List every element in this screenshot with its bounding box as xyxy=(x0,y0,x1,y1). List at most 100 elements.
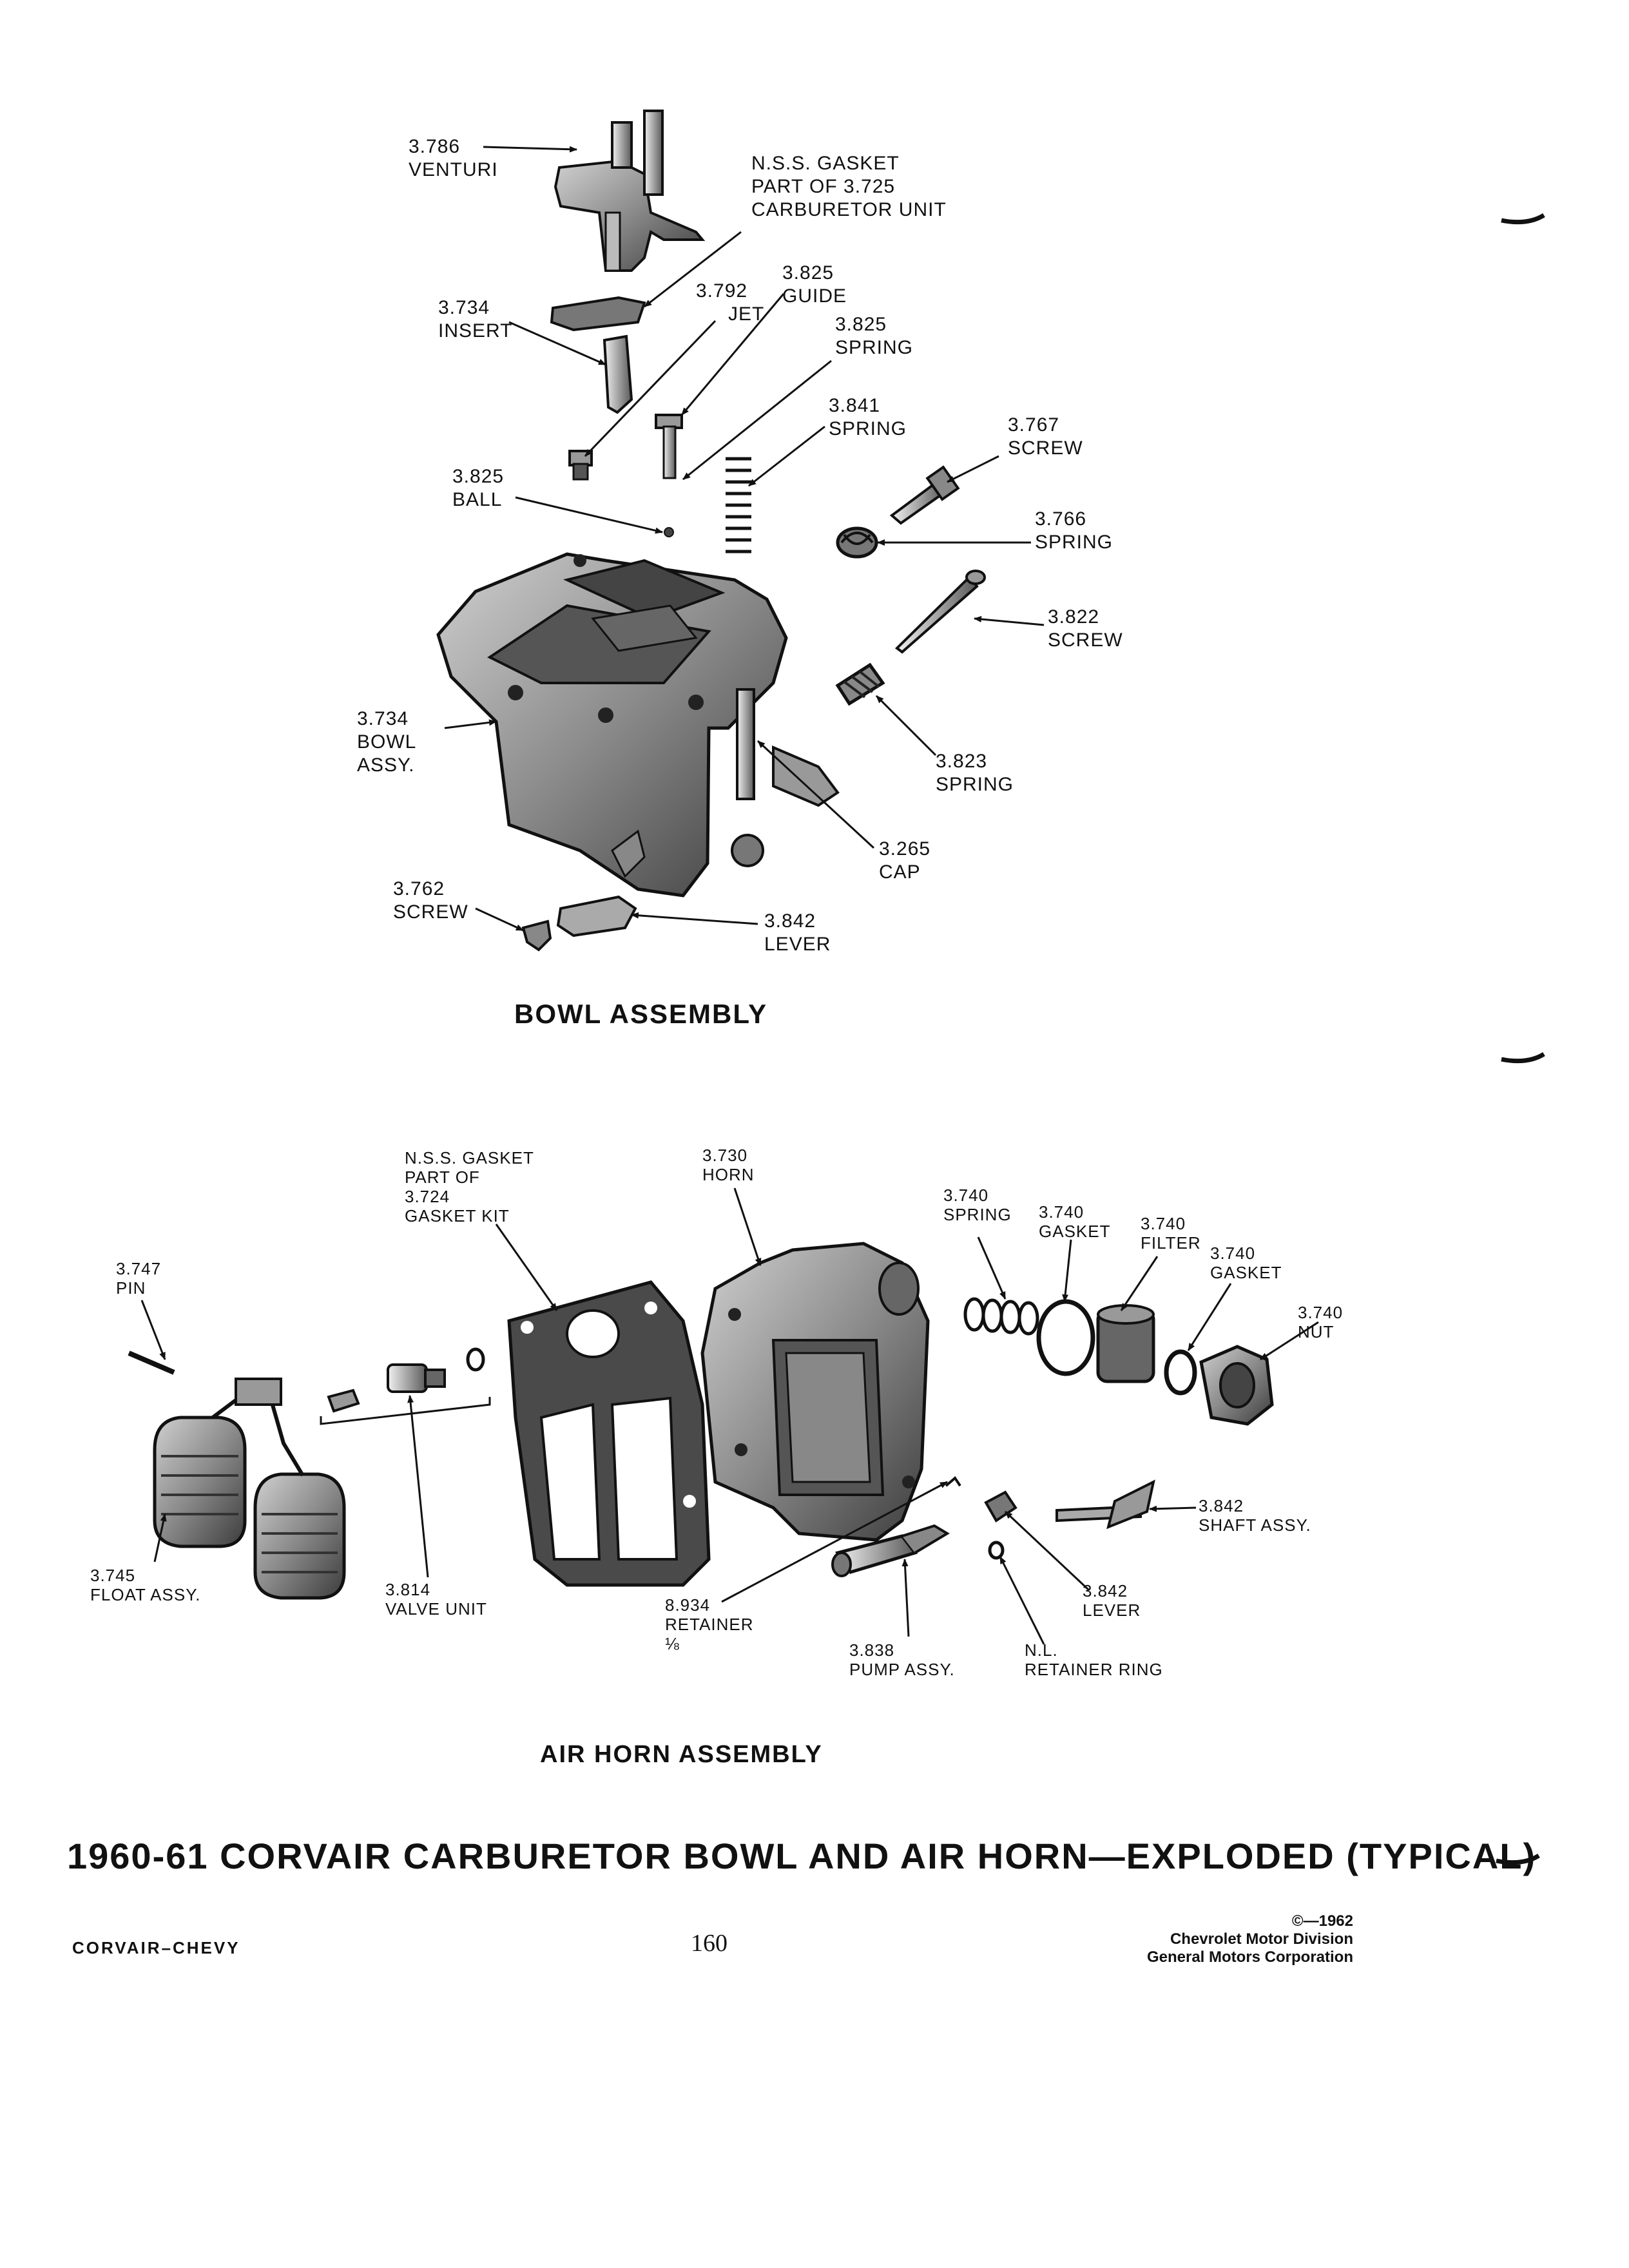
float-assy-part xyxy=(153,1378,346,1600)
binding-mark xyxy=(1496,1853,1540,1865)
page-number: 160 xyxy=(691,1930,728,1957)
label-pin: 3.747 PIN xyxy=(116,1259,161,1298)
screw-3822-part xyxy=(894,570,986,654)
label-spring-3740: 3.740 SPRING xyxy=(943,1186,1012,1224)
part-number: 3.740 xyxy=(1298,1303,1344,1322)
shaft-assy-part xyxy=(1055,1479,1155,1530)
part-number: 3.734 xyxy=(357,708,409,729)
label-line: CARBURETOR UNIT xyxy=(751,199,947,220)
label-jet: 3.792 JET xyxy=(696,280,764,326)
label-nss-gasket-kit: N.S.S. GASKET PART OF 3.724 GASKET KIT xyxy=(405,1148,534,1225)
part-name: INSERT xyxy=(438,320,513,341)
filter-part xyxy=(1096,1304,1155,1383)
part-number: 3.842 xyxy=(764,910,816,932)
label-shaft-assy: 3.842 SHAFT ASSY. xyxy=(1199,1496,1311,1535)
part-name: NUT xyxy=(1298,1322,1335,1341)
footer-copyright-block: ©—1962 Chevrolet Motor Division General … xyxy=(1095,1912,1353,1966)
part-name: LEVER xyxy=(1083,1600,1141,1620)
spring-3766-part xyxy=(836,526,878,559)
part-number: 3.762 xyxy=(393,878,445,899)
part-name: JET xyxy=(728,303,765,325)
lever-3842-horn-part xyxy=(984,1490,1017,1523)
part-name: SPRING xyxy=(936,774,1014,795)
bowl-body-part xyxy=(436,552,840,898)
valve-unit-part xyxy=(320,1347,491,1425)
label-ball: 3.825 BALL xyxy=(452,465,504,512)
part-name: VALVE UNIT xyxy=(385,1599,487,1619)
nss-gasket-part xyxy=(550,296,646,332)
retainer-ring-part xyxy=(988,1541,1005,1560)
part-number: 3.822 xyxy=(1048,606,1100,628)
label-line: 3.724 xyxy=(405,1187,450,1206)
binding-mark xyxy=(1501,213,1545,225)
label-spring-3766: 3.766 SPRING xyxy=(1035,508,1113,554)
part-name: GASKET xyxy=(1039,1222,1111,1241)
part-name: RETAINER xyxy=(665,1615,754,1634)
label-bowl-assy: 3.734 BOWL ASSY. xyxy=(357,707,416,777)
part-name: SCREW xyxy=(1008,437,1083,459)
label-spring-3823: 3.823 SPRING xyxy=(936,750,1014,796)
part-name: SCREW xyxy=(393,901,468,923)
part-name: GUIDE xyxy=(782,285,847,307)
part-number: 8.934 xyxy=(665,1595,711,1615)
bowl-leader-lines xyxy=(444,146,1045,932)
screw-3767-part xyxy=(889,465,960,525)
part-number: 3.265 xyxy=(879,838,931,860)
label-line: PART OF xyxy=(405,1168,480,1187)
part-name: LEVER xyxy=(764,934,831,955)
label-retainer: 8.934 RETAINER ⅛ xyxy=(665,1595,754,1653)
part-name: HORN xyxy=(702,1165,755,1184)
part-name: SPRING xyxy=(943,1205,1012,1224)
label-nss-gasket: N.S.S. GASKET PART OF 3.725 CARBURETOR U… xyxy=(751,152,947,222)
label-guide: 3.825 GUIDE xyxy=(782,262,847,308)
airhorn-leader-lines xyxy=(140,1187,1319,1645)
label-spring-3841: 3.841 SPRING xyxy=(829,394,907,441)
label-float-assy: 3.745 FLOAT ASSY. xyxy=(90,1566,200,1604)
part-name: PIN xyxy=(116,1278,146,1298)
pin-part xyxy=(128,1350,175,1375)
label-line: PART OF 3.725 xyxy=(751,176,896,197)
part-number: 3.786 xyxy=(409,136,461,157)
part-number: 3.740 xyxy=(1141,1214,1186,1233)
part-name: ASSY. xyxy=(357,754,415,776)
binding-mark xyxy=(1501,1052,1545,1064)
part-name: BOWL xyxy=(357,731,417,753)
screw-3762-part xyxy=(521,919,552,952)
venturi-part xyxy=(554,110,706,272)
page-title: 1960-61 CORVAIR CARBURETOR BOWL AND AIR … xyxy=(67,1836,1537,1876)
label-insert: 3.734 INSERT xyxy=(438,296,512,343)
lever-3842-bowl-part xyxy=(556,895,637,937)
bowl-assembly-heading: BOWL ASSEMBLY xyxy=(514,999,768,1029)
part-number: 3.823 xyxy=(936,751,988,772)
part-name: SPRING xyxy=(829,418,907,439)
part-size: ⅛ xyxy=(665,1634,680,1653)
insert-part xyxy=(602,334,633,414)
spring-3740-part xyxy=(963,1297,1039,1336)
gasket-3740b-part xyxy=(1164,1349,1197,1396)
label-line: GASKET KIT xyxy=(405,1206,510,1225)
label-pump-assy: 3.838 PUMP ASSY. xyxy=(849,1640,955,1679)
part-name: VENTURI xyxy=(409,159,498,180)
division: Chevrolet Motor Division xyxy=(1170,1930,1353,1948)
guide-part xyxy=(655,414,683,479)
label-filter: 3.740 FILTER xyxy=(1141,1214,1201,1253)
part-number: 3.730 xyxy=(702,1146,748,1165)
label-retainer-ring: N.L. RETAINER RING xyxy=(1025,1640,1163,1679)
ball-part xyxy=(664,527,674,537)
part-number: 3.825 xyxy=(782,262,834,284)
nut-part xyxy=(1199,1345,1274,1426)
label-venturi: 3.786 VENTURI xyxy=(409,135,498,182)
label-screw-3822: 3.822 SCREW xyxy=(1048,606,1123,652)
jet-part xyxy=(568,450,593,481)
spring-3841-part xyxy=(726,457,751,553)
label-line: N.S.S. GASKET xyxy=(751,153,900,174)
part-number: 3.842 xyxy=(1083,1581,1128,1600)
gasket-3740a-part xyxy=(1036,1299,1095,1376)
label-gasket-3740a: 3.740 GASKET xyxy=(1039,1202,1110,1241)
part-name: SPRING xyxy=(835,337,914,358)
label-cap: 3.265 CAP xyxy=(879,838,930,884)
part-name: SPRING xyxy=(1035,532,1113,553)
label-valve-unit: 3.814 VALVE UNIT xyxy=(385,1580,487,1619)
label-lever-3842b: 3.842 LEVER xyxy=(1083,1581,1141,1620)
